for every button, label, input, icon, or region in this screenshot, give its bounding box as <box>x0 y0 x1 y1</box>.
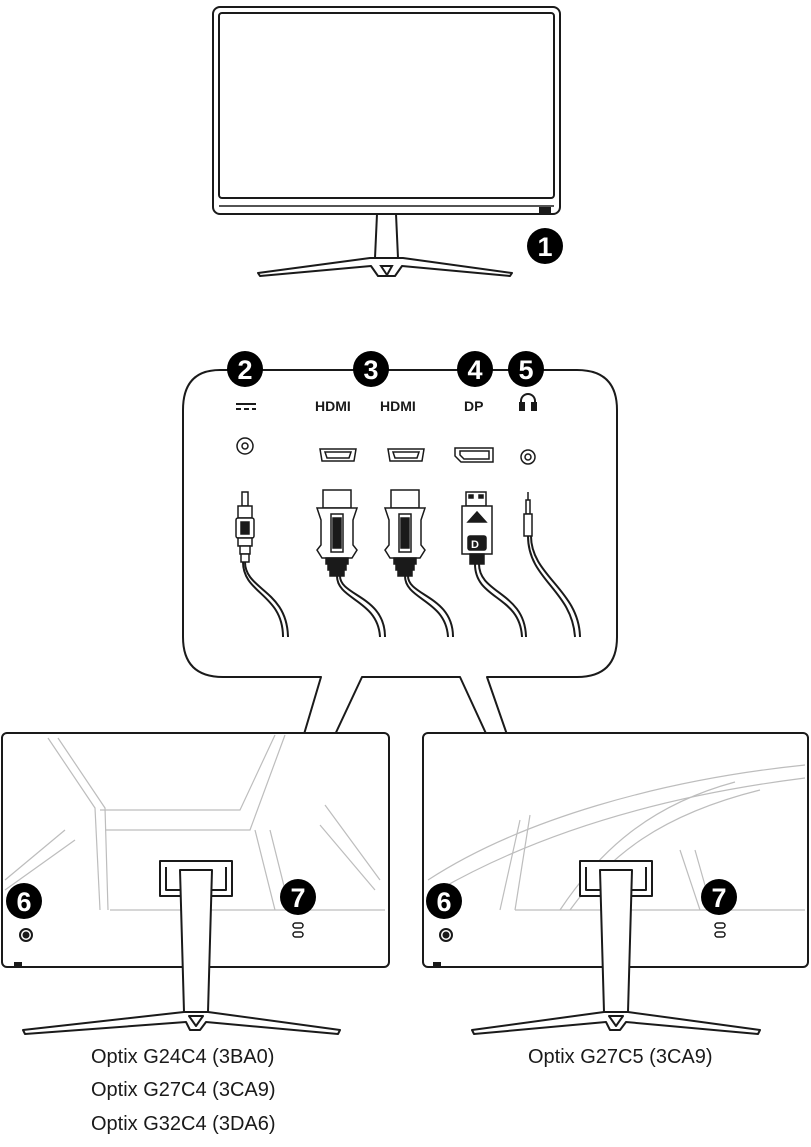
callout-1: 1 <box>527 228 563 264</box>
dp-label: DP <box>464 398 483 414</box>
right-rear-stand <box>471 860 761 1035</box>
callout-7-left: 7 <box>280 879 316 915</box>
svg-text:2: 2 <box>237 355 252 385</box>
front-monitor <box>212 6 561 277</box>
dc-power-plug <box>235 491 289 638</box>
dp-port <box>454 447 494 463</box>
svg-text:5: 5 <box>518 355 533 385</box>
svg-text:7: 7 <box>711 883 726 913</box>
hdmi-plug-1 <box>315 489 386 638</box>
svg-text:6: 6 <box>16 887 31 917</box>
headphone-jack <box>520 449 536 465</box>
svg-text:D: D <box>471 539 479 551</box>
callout-6-left: 6 <box>6 883 42 919</box>
left-rear-monitor <box>1 732 390 1035</box>
left-rear-stand <box>22 860 341 1035</box>
audio-plug <box>523 492 581 638</box>
kensington-lock-icon-right <box>714 922 726 938</box>
model-label-right-1: Optix G27C5 (3CA9) <box>528 1046 713 1068</box>
kensington-lock-icon <box>292 922 304 938</box>
svg-text:3: 3 <box>363 355 378 385</box>
hdmi-port-2 <box>387 448 425 462</box>
right-rear-monitor <box>422 732 809 1035</box>
model-label-left-3: Optix G32C4 (3DA6) <box>91 1113 276 1135</box>
svg-text:7: 7 <box>290 883 305 913</box>
hdmi-label-1: HDMI <box>315 398 351 414</box>
callout-3: 3 <box>353 351 389 387</box>
dp-plug: D <box>461 491 527 638</box>
model-label-left-2: Optix G27C4 (3CA9) <box>91 1079 276 1101</box>
right-back-panel-lines <box>427 764 806 911</box>
svg-text:6: 6 <box>436 887 451 917</box>
dc-power-icon <box>236 403 256 410</box>
hdmi-plug-2 <box>383 489 454 638</box>
svg-text:4: 4 <box>467 355 482 385</box>
power-button-icon <box>19 928 33 942</box>
hdmi-label-2: HDMI <box>380 398 416 414</box>
callout-6-right: 6 <box>426 883 462 919</box>
svg-text:1: 1 <box>537 232 552 262</box>
callout-2: 2 <box>227 351 263 387</box>
hdmi-port-1 <box>319 448 357 462</box>
callout-4: 4 <box>457 351 493 387</box>
callout-7-right: 7 <box>701 879 737 915</box>
dc-power-jack <box>236 437 254 455</box>
power-button-icon-right <box>439 928 453 942</box>
model-label-left-1: Optix G24C4 (3BA0) <box>91 1046 275 1068</box>
callout-5: 5 <box>508 351 544 387</box>
headphone-icon <box>519 393 537 411</box>
